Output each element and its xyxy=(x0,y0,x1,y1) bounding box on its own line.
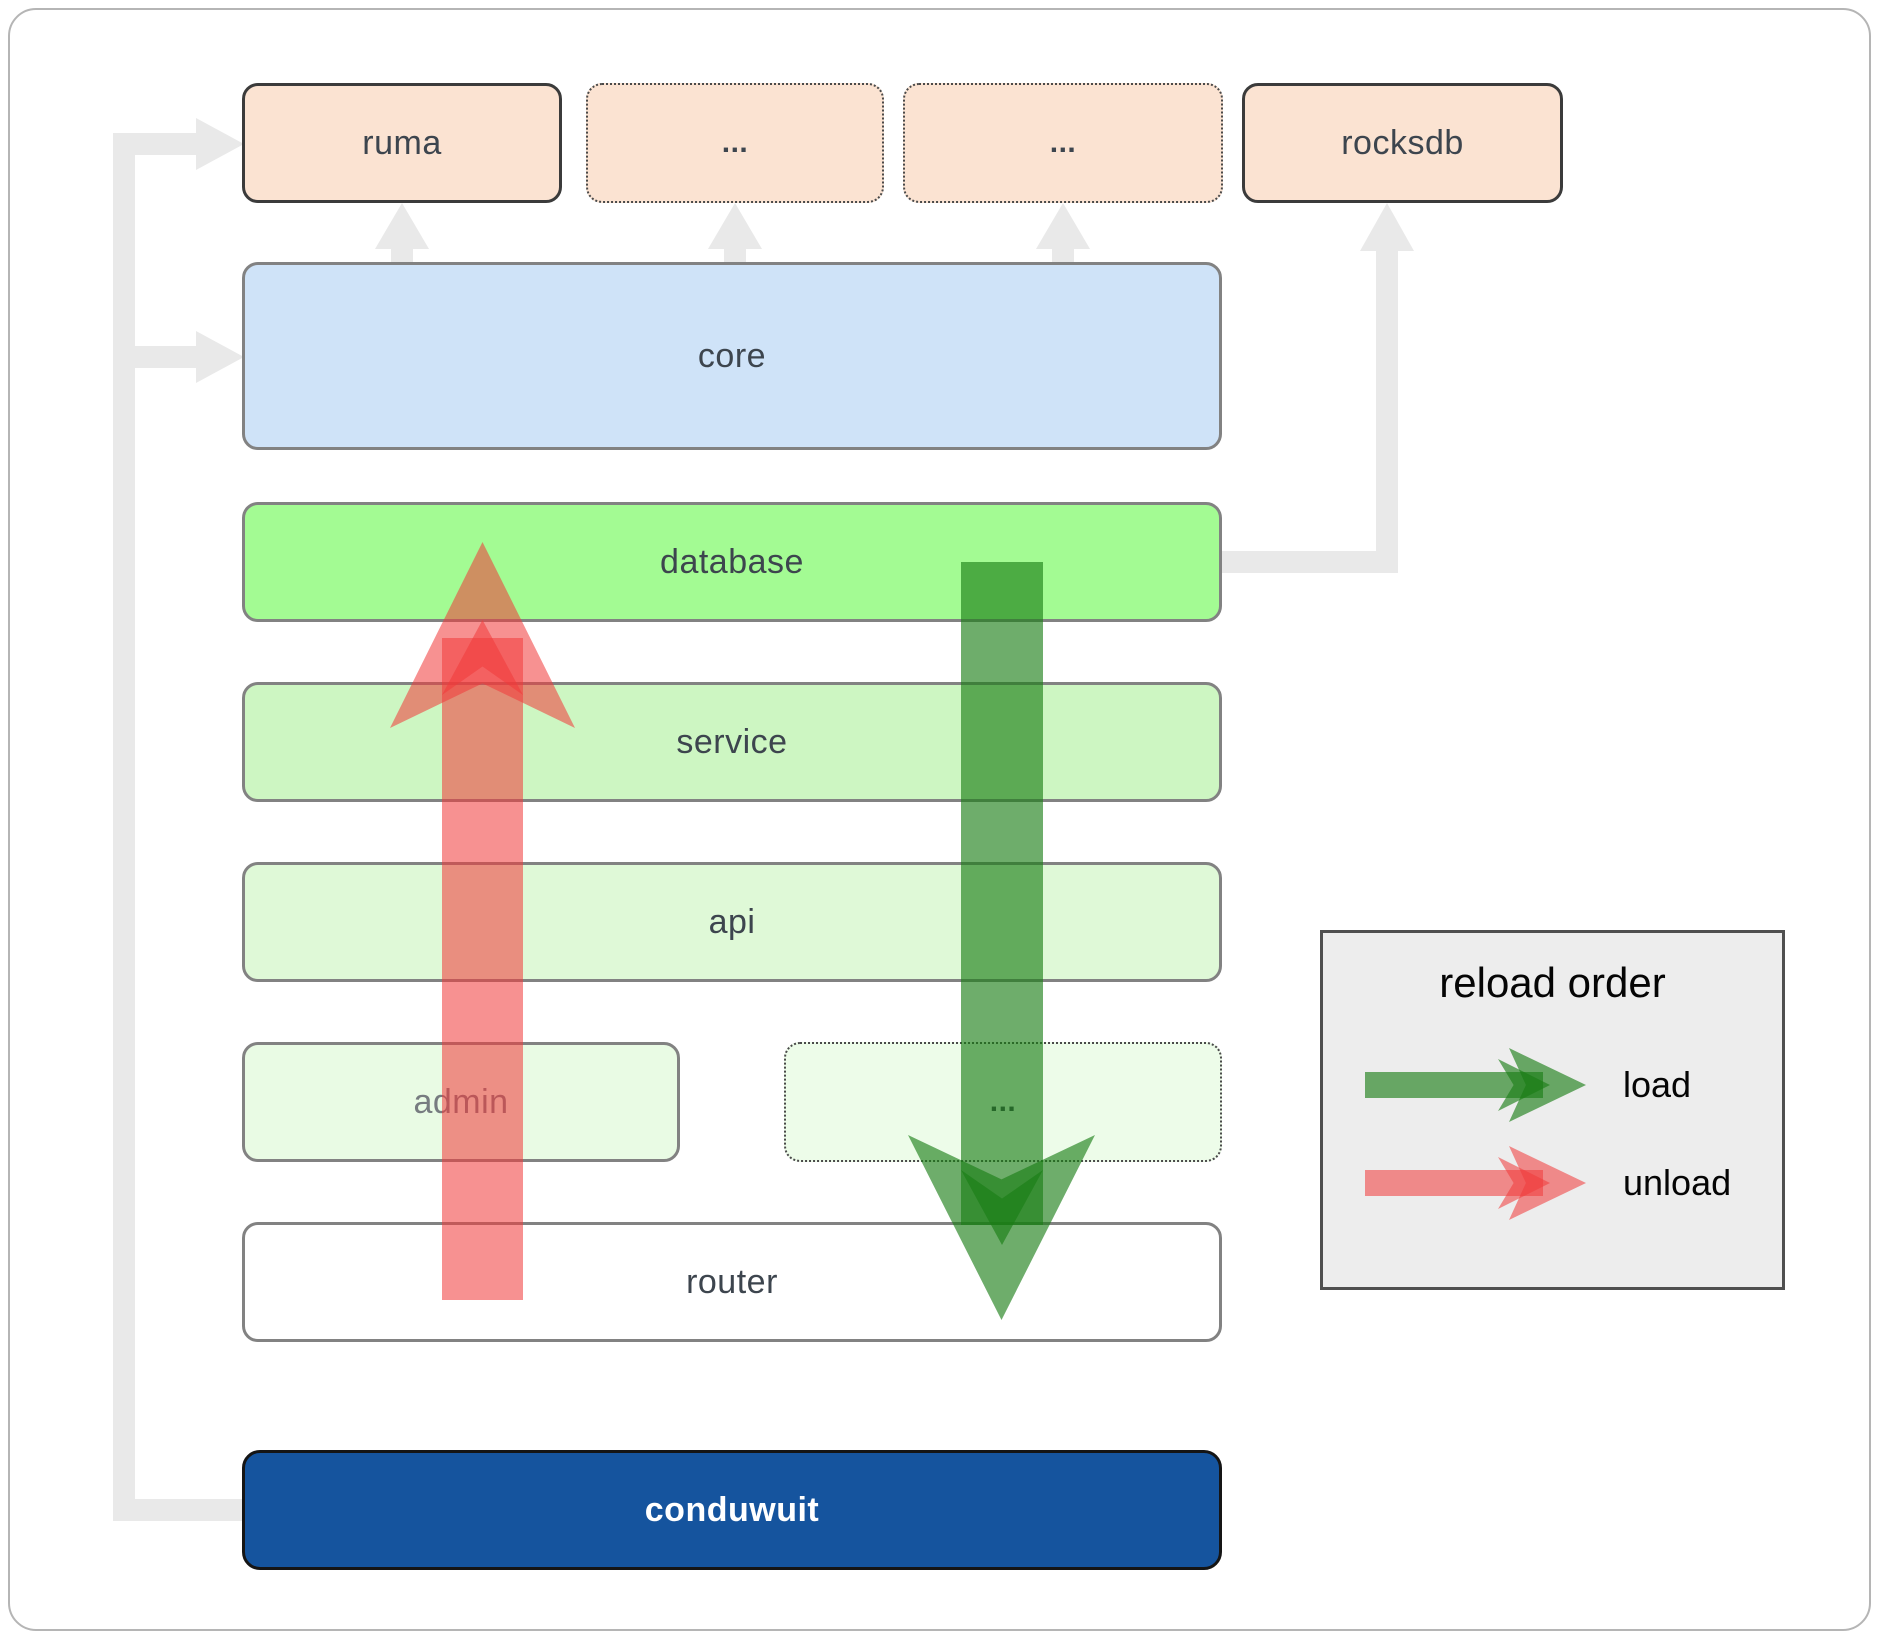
connector-branch-from-conduwuit xyxy=(113,1499,243,1521)
box-top-dots-1: ... xyxy=(586,83,884,203)
box-core: core xyxy=(242,262,1222,450)
connector-core-to-ruma xyxy=(391,246,413,264)
box-service: service xyxy=(242,682,1222,802)
box-database-label: database xyxy=(660,542,804,581)
box-core-label: core xyxy=(697,336,767,375)
box-conduwuit: conduwuit xyxy=(242,1450,1222,1570)
legend-load-label: load xyxy=(1623,1064,1692,1105)
legend-reload-order: reload order load unload xyxy=(1320,930,1785,1290)
box-api-label: api xyxy=(708,902,756,941)
connector-left-vertical-line xyxy=(113,133,135,1521)
box-top-dots-2: ... xyxy=(903,83,1223,203)
box-api: api xyxy=(242,862,1222,982)
box-rocksdb: rocksdb xyxy=(1242,83,1563,203)
page-border-frame xyxy=(8,8,1871,1631)
connector-branch-to-core xyxy=(113,346,198,368)
connector-branch-to-ruma xyxy=(113,133,198,155)
box-database: database xyxy=(242,502,1222,622)
legend-title: reload order xyxy=(1439,959,1666,1006)
connector-core-to-dots-2 xyxy=(1052,246,1074,264)
box-router-label: router xyxy=(686,1262,778,1301)
box-conduwuit-label: conduwuit xyxy=(644,1490,820,1529)
box-ruma-label: ruma xyxy=(362,123,442,162)
box-top-dots-1-label: ... xyxy=(721,126,749,159)
unload-arrow-shaft xyxy=(442,638,523,1300)
connector-database-to-rocksdb-vertical xyxy=(1376,250,1398,573)
legend-unload-label: unload xyxy=(1623,1162,1732,1203)
load-arrow-shaft xyxy=(961,562,1043,1225)
connector-database-to-rocksdb-horizontal xyxy=(1222,551,1398,573)
box-ruma: ruma xyxy=(242,83,562,203)
box-top-dots-2-label: ... xyxy=(1049,126,1077,159)
box-service-label: service xyxy=(676,722,788,761)
box-router: router xyxy=(242,1222,1222,1342)
box-rocksdb-label: rocksdb xyxy=(1341,123,1464,162)
connector-core-to-dots-1 xyxy=(724,246,746,264)
